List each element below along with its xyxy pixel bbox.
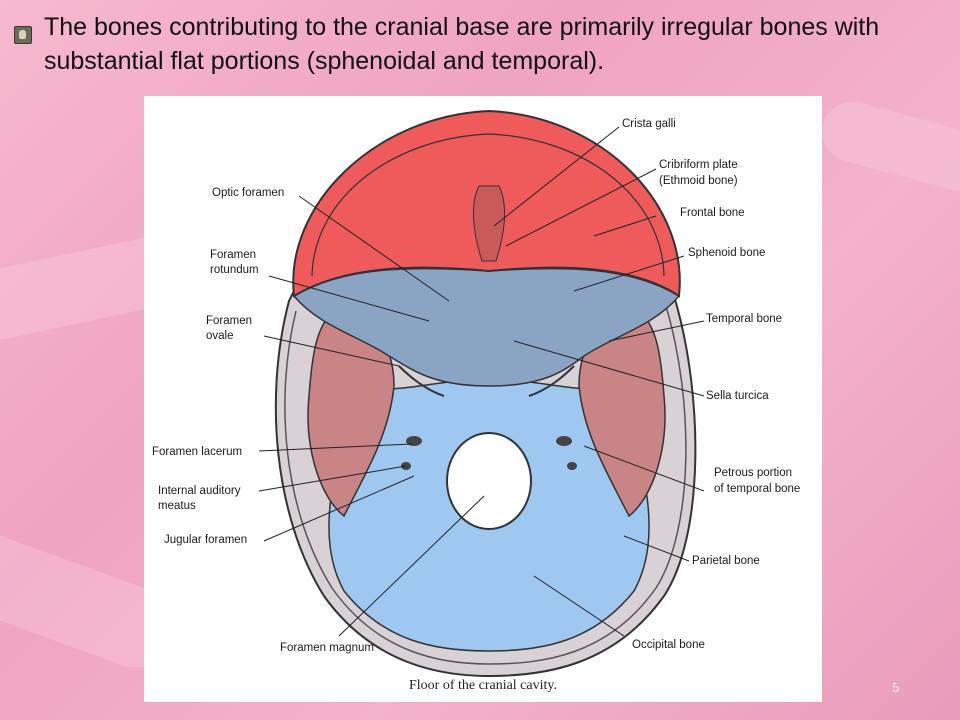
background-streak	[815, 95, 960, 205]
leader-lines	[258, 126, 705, 637]
label-crista-galli: Crista galli	[622, 118, 676, 130]
label-internal-auditory-1: Internal auditory	[158, 485, 241, 497]
cranial-base-diagram: Crista galli Cribriform plate (Ethmoid b…	[152, 109, 800, 678]
label-parietal-bone: Parietal bone	[692, 555, 760, 567]
skull-bullet-icon	[14, 26, 32, 44]
figure-caption: Floor of the cranial cavity.	[409, 678, 557, 693]
label-foramen-ovale-1: Foramen	[206, 315, 252, 327]
cranial-cavity-figure: Crista galli Cribriform plate (Ethmoid b…	[144, 96, 822, 702]
label-sphenoid-bone: Sphenoid bone	[688, 247, 765, 259]
label-petrous-portion-1: Petrous portion	[714, 467, 792, 479]
label-ethmoid-bone: (Ethmoid bone)	[659, 175, 738, 187]
label-cribriform-plate: Cribriform plate	[659, 159, 738, 171]
label-frontal-bone: Frontal bone	[680, 207, 745, 219]
label-occipital-bone: Occipital bone	[632, 639, 705, 651]
label-foramen-ovale-2: ovale	[206, 330, 234, 342]
label-foramen-lacerum: Foramen lacerum	[152, 446, 242, 458]
label-internal-auditory-2: meatus	[158, 500, 196, 512]
page-number: 5	[892, 680, 900, 695]
label-foramen-rotundum-2: rotundum	[210, 264, 259, 276]
label-petrous-portion-2: of temporal bone	[714, 483, 800, 495]
label-jugular-foramen: Jugular foramen	[164, 534, 247, 546]
foramen-magnum-shape	[446, 432, 532, 530]
slide-title: The bones contributing to the cranial ba…	[44, 13, 880, 75]
label-foramen-rotundum-1: Foramen	[210, 249, 256, 261]
label-temporal-bone: Temporal bone	[706, 313, 782, 325]
crista-galli-shape	[473, 185, 505, 262]
label-sella-turcica: Sella turcica	[706, 390, 769, 402]
label-optic-foramen: Optic foramen	[212, 187, 284, 199]
label-foramen-magnum: Foramen magnum	[280, 642, 374, 654]
